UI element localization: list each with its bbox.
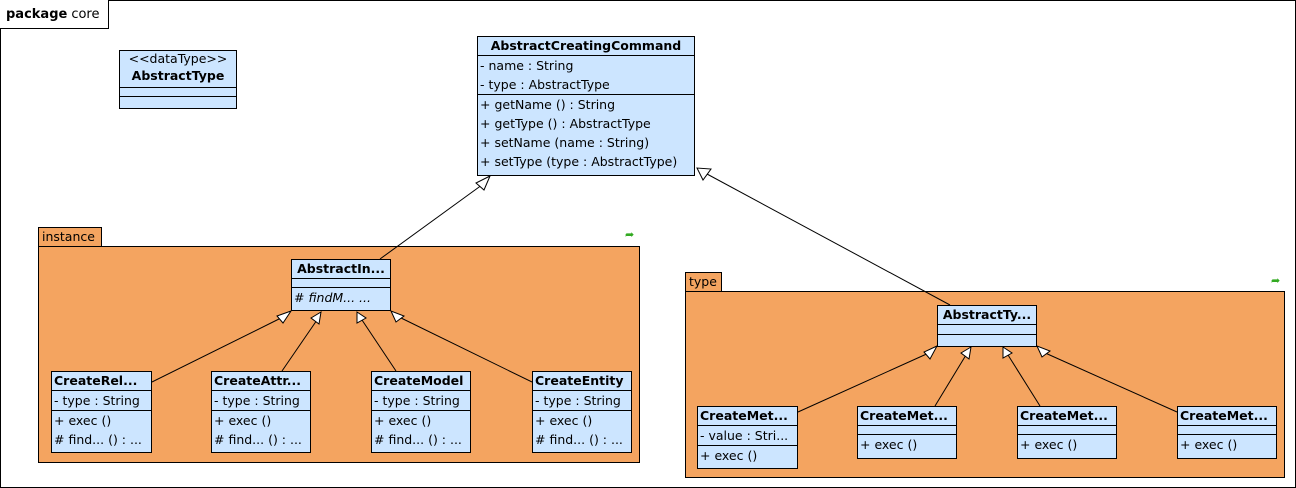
datatype-stereotype: <<dataType>> — [128, 51, 228, 66]
create-entity-class[interactable]: CreateEntity - type : String + exec () #… — [532, 371, 632, 453]
class-name: CreateMet... — [1020, 408, 1108, 423]
create-rel-class[interactable]: CreateRel... - type : String + exec () #… — [51, 371, 152, 453]
class-name: CreateAttr... — [214, 373, 301, 388]
operation-section: + exec () # find... () : ... — [372, 410, 470, 449]
attr-type: - type : String — [374, 393, 460, 408]
operation-section: + exec () — [698, 445, 797, 465]
type-package-tab: type — [685, 272, 722, 292]
create-met-class-3[interactable]: CreateMet... + exec () — [1017, 406, 1117, 459]
class-name: CreateEntity — [535, 373, 624, 388]
operation-section: + getName () : String + getType () : Abs… — [478, 94, 694, 171]
abstract-type-class[interactable]: AbstractTy... — [937, 305, 1037, 347]
op-exec: + exec () — [535, 413, 593, 428]
attribute-section: - name : String - type : AbstractType — [478, 55, 694, 94]
op-find: # find... () : ... — [54, 432, 142, 447]
class-name: CreateRel... — [54, 373, 138, 388]
attr-type: - type : String — [214, 393, 300, 408]
attr-type: - type : String — [54, 393, 140, 408]
op-get-name: + getName () : String — [480, 97, 616, 112]
class-name: CreateModel — [374, 373, 464, 388]
attribute-section — [292, 278, 390, 287]
attribute-section: - type : String — [372, 390, 470, 410]
op-exec: + exec () — [1020, 437, 1078, 452]
datatype-name: AbstractType — [131, 68, 225, 83]
operation-section: + exec () # find... () : ... — [533, 410, 631, 449]
op-find: # find... () : ... — [535, 432, 623, 447]
op-find: # findM... ... — [294, 290, 371, 305]
operation-section: + exec () — [858, 434, 956, 454]
op-exec: + exec () — [374, 413, 432, 428]
attribute-section — [1018, 425, 1116, 434]
datatype-class[interactable]: <<dataType>> AbstractType — [119, 50, 237, 109]
operation-section: + exec () — [1018, 434, 1116, 454]
attribute-section: - type : String — [533, 390, 631, 410]
create-met-class-2[interactable]: CreateMet... + exec () — [857, 406, 957, 459]
op-exec: + exec () — [54, 413, 112, 428]
op-exec: + exec () — [700, 448, 758, 463]
attr-value: - value : Stri... — [700, 428, 789, 443]
op-find: # find... () : ... — [214, 432, 302, 447]
attribute-section — [938, 324, 1036, 334]
frame-keyword: package — [6, 7, 68, 22]
class-name: AbstractTy... — [942, 307, 1032, 322]
abstract-creating-command-class[interactable]: AbstractCreatingCommand - name : String … — [477, 36, 695, 176]
datatype-attr-section — [120, 87, 236, 96]
operation-section: + exec () — [1178, 434, 1276, 454]
class-name: CreateMet... — [1180, 408, 1268, 423]
create-model-class[interactable]: CreateModel - type : String + exec () # … — [371, 371, 471, 453]
datatype-op-section — [120, 96, 236, 105]
attribute-type: - type : AbstractType — [480, 77, 610, 92]
create-met-class-4[interactable]: CreateMet... + exec () — [1177, 406, 1277, 459]
operation-section — [938, 334, 1036, 343]
operation-section: + exec () # find... () : ... — [212, 410, 310, 449]
create-attr-class[interactable]: CreateAttr... - type : String + exec () … — [211, 371, 311, 453]
attribute-section — [1178, 425, 1276, 434]
class-name: AbstractIn... — [297, 261, 385, 276]
abstract-instance-class[interactable]: AbstractIn... # findM... ... — [291, 259, 391, 311]
attribute-section — [858, 425, 956, 434]
attribute-section: - value : Stri... — [698, 425, 797, 445]
frame-name: core — [71, 7, 100, 22]
attribute-section: - type : String — [52, 390, 151, 410]
op-set-type: + setType (type : AbstractType) — [480, 154, 678, 169]
operation-section: + exec () # find... () : ... — [52, 410, 151, 449]
class-name: CreateMet... — [700, 408, 788, 423]
op-get-type: + getType () : AbstractType — [480, 116, 651, 131]
attribute-section: - type : String — [212, 390, 310, 410]
attribute-name: - name : String — [480, 58, 574, 73]
create-met-class-1[interactable]: CreateMet... - value : Stri... + exec () — [697, 406, 798, 469]
op-exec: + exec () — [860, 437, 918, 452]
instance-package-tab: instance — [38, 227, 102, 247]
green-arrow-icon[interactable]: ➦ — [1271, 274, 1281, 287]
class-name: AbstractCreatingCommand — [490, 38, 682, 53]
attr-type: - type : String — [535, 393, 621, 408]
op-exec: + exec () — [1180, 437, 1238, 452]
green-arrow-icon[interactable]: ➦ — [625, 228, 635, 241]
op-set-name: + setName (name : String) — [480, 135, 650, 150]
op-exec: + exec () — [214, 413, 272, 428]
operation-section: # findM... ... — [292, 287, 390, 307]
op-find: # find... () : ... — [374, 432, 462, 447]
class-name: CreateMet... — [860, 408, 948, 423]
